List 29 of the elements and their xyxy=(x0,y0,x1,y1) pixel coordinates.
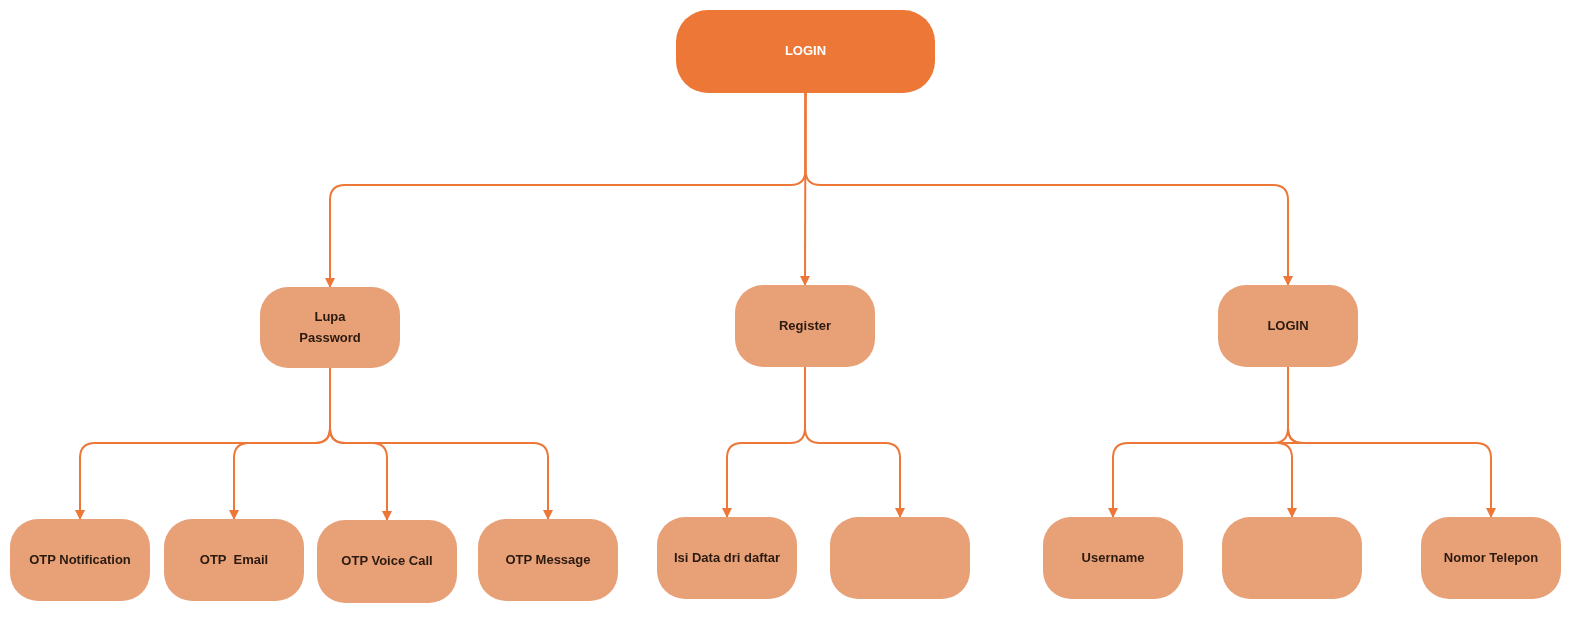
arrow xyxy=(800,92,810,286)
node-label: LOGIN xyxy=(1267,316,1309,335)
process-box xyxy=(1218,285,1358,367)
arrow xyxy=(1287,366,1496,518)
node-label: Isi Data dri daftar xyxy=(673,548,781,567)
process-box xyxy=(260,287,400,368)
arrow xyxy=(329,367,553,520)
process-box xyxy=(164,519,304,601)
arrow xyxy=(804,92,1293,286)
node-label: OTP Message xyxy=(505,550,591,569)
node-label: Lupa Password xyxy=(298,307,362,347)
node-label: LOGIN xyxy=(784,42,827,61)
node-label: Nomor Telepon xyxy=(1443,548,1539,567)
node-label: Username xyxy=(1081,548,1145,567)
process-box xyxy=(657,517,797,599)
process-box xyxy=(735,285,875,367)
node-label: OTP Voice Call xyxy=(341,552,433,571)
node-label: OTP Notification xyxy=(29,550,131,569)
process-box xyxy=(478,519,618,601)
process-box xyxy=(830,517,970,599)
process-box xyxy=(10,519,150,601)
process-box xyxy=(317,520,457,603)
node-label: OTP Email xyxy=(199,550,269,569)
process-box xyxy=(1421,517,1561,599)
process-box xyxy=(1043,517,1183,599)
process-box xyxy=(1222,517,1362,599)
root-node-box xyxy=(676,10,935,93)
node-label: Register xyxy=(779,316,831,335)
arrow xyxy=(804,366,905,518)
